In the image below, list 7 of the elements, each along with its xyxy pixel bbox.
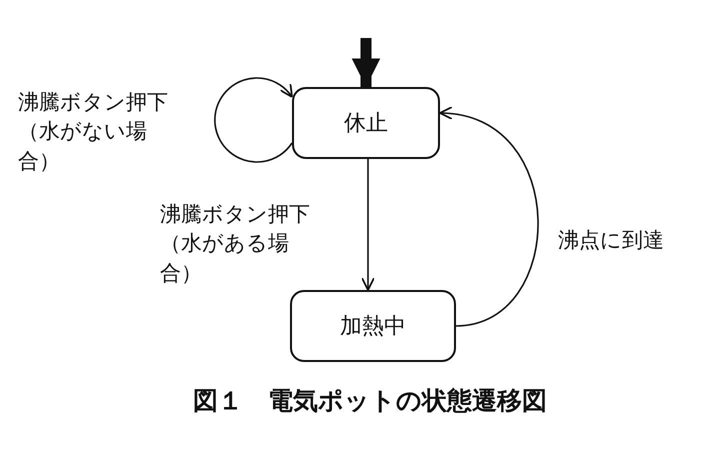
figure-caption: 図１ 電気ポットの状態遷移図 bbox=[192, 385, 548, 417]
transition-arrow bbox=[214, 77, 293, 163]
state-box: 休止 bbox=[292, 87, 440, 159]
transition-arrow bbox=[361, 159, 375, 291]
transition-arrow bbox=[439, 108, 539, 327]
start-arrow bbox=[352, 38, 380, 87]
state-box: 加熱中 bbox=[290, 290, 456, 362]
